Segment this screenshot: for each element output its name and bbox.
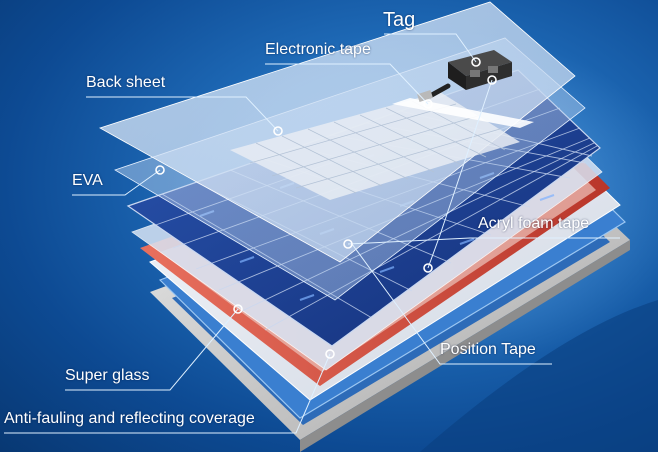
label-anti-fauling-coverage: Anti-fauling and reflecting coverage <box>4 410 255 427</box>
background-swoosh <box>420 300 658 452</box>
label-electronic-tape: Electronic tape <box>265 41 371 58</box>
label-back-sheet: Back sheet <box>86 74 166 91</box>
leader-lines <box>4 33 620 434</box>
label-position-tape: Position Tape <box>440 341 536 358</box>
leader-markers <box>155 57 497 359</box>
label-acryl-foam-tape: Acryl foam tape <box>478 215 590 232</box>
label-eva: EVA <box>72 172 103 189</box>
electronic-tape-strip <box>392 98 534 128</box>
label-super-glass: Super glass <box>65 367 150 384</box>
label-tag: Tag <box>383 9 416 31</box>
